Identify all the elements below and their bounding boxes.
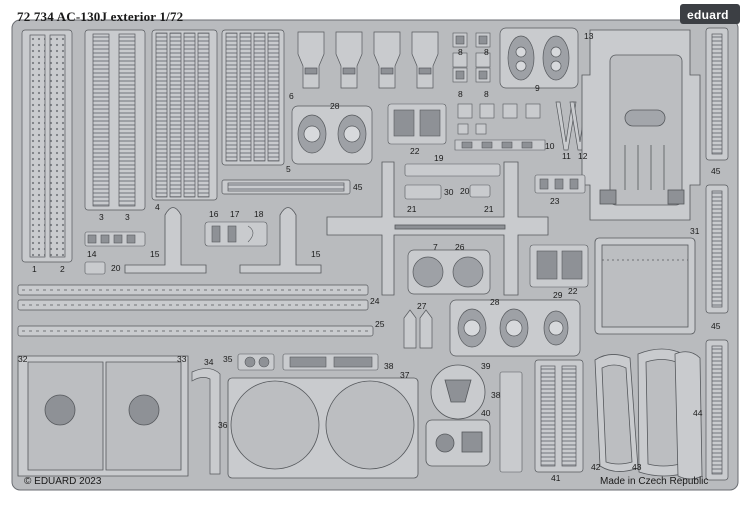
part-39-40 xyxy=(425,364,491,467)
part-8-row-mid xyxy=(457,103,541,135)
part-number: 34 xyxy=(204,357,214,367)
part-38-strips xyxy=(282,353,523,473)
part-34-strip xyxy=(191,368,221,475)
part-number: 43 xyxy=(632,462,642,472)
part-number: 25 xyxy=(375,319,385,329)
part-number: 16 xyxy=(209,209,219,219)
part-number: 18 xyxy=(254,209,264,219)
part-number: 45 xyxy=(711,321,721,331)
part-number: 41 xyxy=(551,473,561,483)
part-3-strips xyxy=(84,29,146,211)
part-27 xyxy=(403,309,433,349)
part-number: 21 xyxy=(484,204,494,214)
copyright-text: © EDUARD 2023 xyxy=(24,476,102,487)
part-8-squares xyxy=(452,32,491,83)
part-number: 45 xyxy=(353,182,363,192)
part-number: 7 xyxy=(433,242,438,252)
part-number: 30 xyxy=(444,187,454,197)
part-7-26 xyxy=(407,249,491,295)
part-6-brackets xyxy=(297,31,439,89)
part-19-30 xyxy=(404,163,501,200)
part-4-ribs xyxy=(151,29,218,201)
part-28-lower-lights xyxy=(449,299,581,357)
part-31-panel xyxy=(594,237,696,335)
part-13-panel xyxy=(581,29,701,221)
part-number: 14 xyxy=(87,249,97,259)
part-9-ovals xyxy=(499,27,579,89)
part-number: 21 xyxy=(407,204,417,214)
part-number: 23 xyxy=(550,196,560,206)
part-number: 24 xyxy=(370,296,380,306)
part-number: 40 xyxy=(481,408,491,418)
part-number: 5 xyxy=(286,164,291,174)
part-number: 3 xyxy=(125,212,130,222)
part-number: 44 xyxy=(693,408,703,418)
part-1-2-strips xyxy=(21,29,73,263)
part-number: 28 xyxy=(330,101,340,111)
part-number: 33 xyxy=(177,354,187,364)
part-45-horizontal xyxy=(221,179,351,195)
part-number: 38 xyxy=(491,390,501,400)
part-number: 31 xyxy=(690,226,700,236)
part-number: 28 xyxy=(490,297,500,307)
part-number: 27 xyxy=(417,301,427,311)
sheet-title: 72 734 AC-130J exterior 1/72 xyxy=(17,9,184,24)
part-number: 19 xyxy=(434,153,444,163)
part-number: 15 xyxy=(150,249,160,259)
part-number: 32 xyxy=(18,354,28,364)
part-number: 8 xyxy=(484,47,489,57)
part-24-25-strips xyxy=(17,284,374,337)
part-number: 13 xyxy=(584,31,594,41)
small-bits-left xyxy=(84,221,268,275)
origin-text: Made in Czech Republic xyxy=(600,476,709,487)
part-32-33-panels xyxy=(17,355,189,477)
part-28-upper-lights xyxy=(291,105,373,165)
part-number: 8 xyxy=(484,89,489,99)
part-22-upper xyxy=(387,103,447,145)
part-number: 15 xyxy=(311,249,321,259)
part-number: 20 xyxy=(460,186,470,196)
part-number: 4 xyxy=(155,202,160,212)
part-36-37-discs xyxy=(227,377,419,479)
part-number: 35 xyxy=(223,354,233,364)
part-number: 17 xyxy=(230,209,240,219)
part-15-arches xyxy=(124,207,322,274)
part-23 xyxy=(534,174,586,194)
part-number: 6 xyxy=(289,91,294,101)
part-41-strips xyxy=(534,359,584,473)
part-number: 37 xyxy=(400,370,410,380)
part-number: 20 xyxy=(111,263,121,273)
part-number: 26 xyxy=(455,242,465,252)
part-number: 8 xyxy=(458,89,463,99)
part-number: 9 xyxy=(535,83,540,93)
part-number: 22 xyxy=(568,286,578,296)
part-number: 36 xyxy=(218,420,228,430)
part-number: 29 xyxy=(553,290,563,300)
part-number: 3 xyxy=(99,212,104,222)
part-number: 38 xyxy=(384,361,394,371)
part-5-ribs xyxy=(221,29,285,166)
part-22-29-lower xyxy=(529,244,589,288)
part-42-43-44-frames xyxy=(594,348,703,480)
part-number: 2 xyxy=(60,264,65,274)
part-21-cross xyxy=(326,161,549,296)
part-number: 11 xyxy=(562,151,571,161)
part-number: 8 xyxy=(458,47,463,57)
part-35 xyxy=(237,353,275,371)
part-number: 39 xyxy=(481,361,491,371)
part-45-right-strips xyxy=(705,27,729,481)
part-number: 22 xyxy=(410,146,420,156)
part-number: 1 xyxy=(32,264,37,274)
part-number: 42 xyxy=(591,462,601,472)
part-number: 10 xyxy=(545,141,555,151)
part-number: 12 xyxy=(578,151,588,161)
part-number: 45 xyxy=(711,166,721,176)
brand-plate xyxy=(680,4,740,24)
brand-logo: eduard xyxy=(687,8,729,22)
part-10-strip xyxy=(454,139,546,151)
